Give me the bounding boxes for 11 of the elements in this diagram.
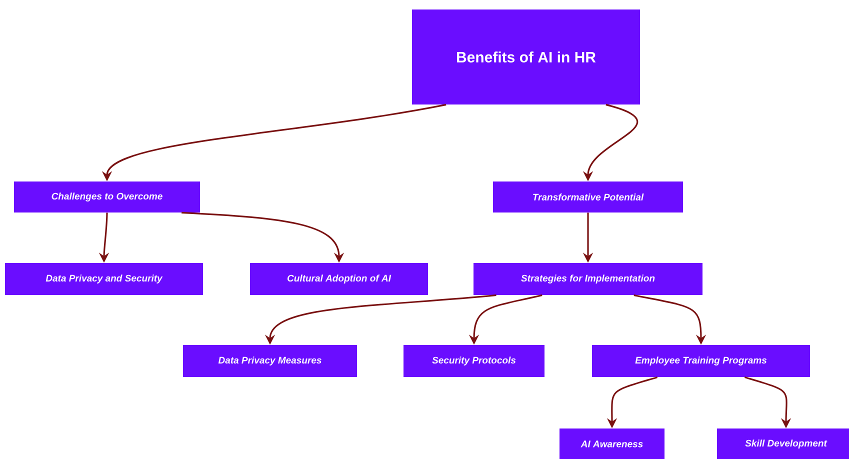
topic-box: Security Protocols <box>404 345 544 377</box>
topic-box: Data Privacy Measures <box>183 345 357 377</box>
topic-box: Skill Development <box>717 428 849 459</box>
topic-box: Cultural Adoption of AI <box>250 263 428 295</box>
topic-box: Transformative Potential <box>493 182 683 212</box>
title-box: Benefits of AI in HR <box>412 10 640 104</box>
topic-box: AI Awareness <box>560 428 664 459</box>
topic-box: Employee Training Programs <box>592 345 810 377</box>
topic-box: Data Privacy and Security <box>5 263 203 295</box>
topic-box: Strategies for Implementation <box>474 263 702 295</box>
topic-box: Challenges to Overcome <box>14 182 200 212</box>
